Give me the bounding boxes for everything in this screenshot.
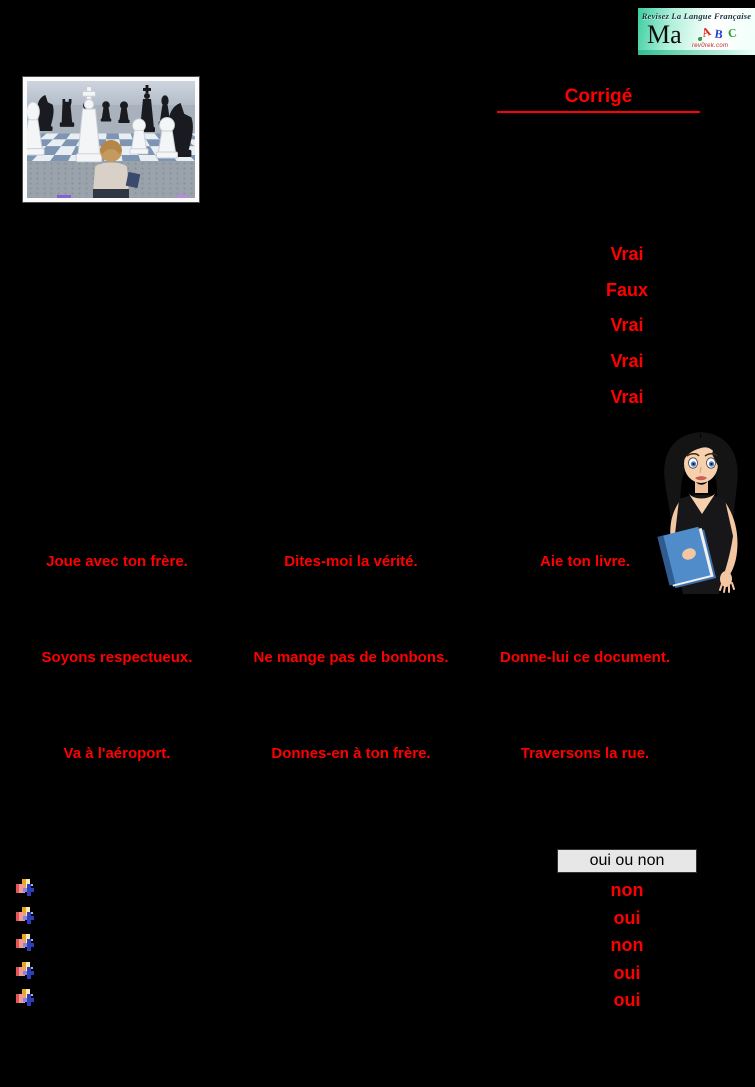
artifact-speck: [177, 195, 187, 198]
oui-ou-non-header-cell: oui ou non: [557, 849, 697, 873]
media-clip-icon[interactable]: [16, 906, 34, 925]
oui-non-answer: oui: [613, 962, 641, 983]
imperative-answer: Joue avec ton frère.: [46, 553, 188, 570]
imperative-answers-row: Joue avec ton frère. Dites-moi la vérité…: [0, 551, 702, 573]
chess-photo: [23, 77, 199, 202]
imperative-answers-row: Soyons respectueux. Ne mange pas de bonb…: [0, 647, 702, 669]
artifact-speck: [57, 195, 71, 198]
site-logo: Revisez La Langue Française Ma A B C rev…: [638, 8, 755, 55]
imperative-answer: Dites-moi la vérité.: [284, 553, 418, 570]
child-figure: [93, 140, 141, 198]
imperative-answer: Ne mange pas de bonbons.: [253, 649, 449, 666]
true-false-answer-column: Vrai Faux Vrai Vrai Vrai: [582, 244, 672, 422]
media-clip-icon[interactable]: [16, 934, 34, 952]
logo-big-text: Ma: [647, 20, 682, 49]
oui-non-answer: oui: [613, 907, 641, 928]
imperative-answer: Donne-lui ce document.: [499, 649, 670, 666]
true-false-answer: Vrai: [610, 386, 644, 407]
corrige-header: Corrigé: [497, 86, 700, 113]
teacher-illustration: [645, 430, 755, 600]
chess-pieces-and-child-illustration: [27, 85, 193, 198]
true-false-answer: Vrai: [610, 351, 644, 372]
imperative-answers-row: Va à l'aéroport. Donnes-en à ton frère. …: [0, 743, 702, 765]
oui-non-answer: oui: [613, 990, 641, 1010]
artifact-speck: [147, 77, 153, 80]
imperative-answer: Va à l'aéroport.: [63, 745, 171, 762]
oui-non-answer: non: [610, 935, 644, 955]
abc-letters-icon: A B C: [700, 23, 738, 42]
audio-icon-column: [16, 879, 34, 1017]
abc-letter-c: C: [726, 25, 738, 41]
logo-website-text: rev0rek.com: [692, 43, 729, 49]
true-false-answer: Faux: [605, 279, 648, 300]
artifact-speck: [23, 107, 26, 115]
true-false-answer: Vrai: [610, 315, 644, 336]
artifact-speck: [23, 119, 26, 126]
oui-non-answer: non: [610, 880, 644, 900]
leaf-icon: [698, 37, 702, 41]
cartoon-woman-with-books: [657, 432, 738, 594]
imperative-answer: Traversons la rue.: [520, 745, 650, 762]
media-clip-icon[interactable]: [16, 879, 34, 897]
imperative-answer: Soyons respectueux.: [41, 649, 193, 666]
imperative-answer: Donnes-en à ton frère.: [271, 745, 431, 762]
page-title: Corrigé: [564, 86, 633, 107]
artifact-speck: [75, 77, 85, 80]
media-clip-icon[interactable]: [16, 961, 34, 980]
abc-letter-b: B: [713, 26, 724, 42]
imperative-answer: Aie ton livre.: [539, 553, 631, 570]
true-false-answer: Vrai: [610, 244, 644, 264]
media-clip-icon[interactable]: [16, 989, 34, 1007]
oui-non-answer-column: non oui non oui oui: [582, 877, 672, 1015]
logo-tagline: Revisez La Langue Française: [641, 11, 752, 21]
